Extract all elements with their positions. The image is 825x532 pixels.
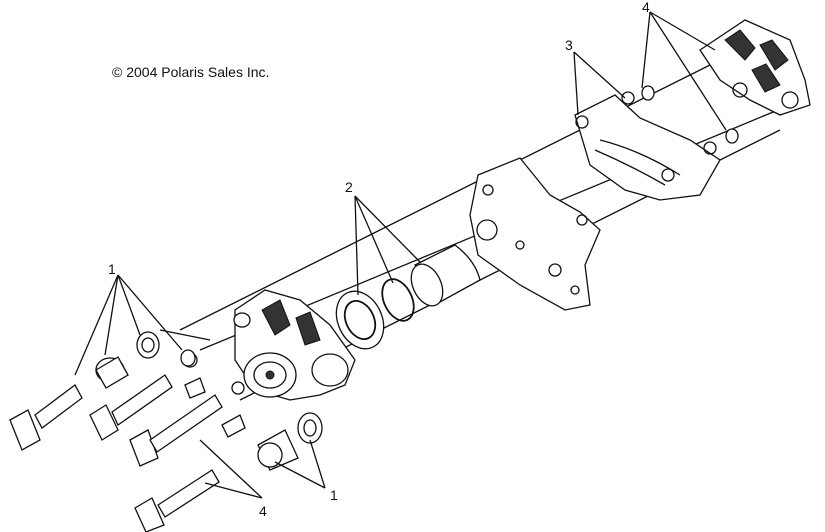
caliper-body [233,289,356,401]
brake-pad-3 [574,91,721,201]
leader-lines [74,11,727,499]
callout-4-top: 4 [642,0,650,15]
callout-4-bottom: 4 [259,503,267,519]
copyright-notice: © 2004 Polaris Sales Inc. [112,64,270,80]
piston-and-seals [335,244,481,350]
callout-3: 3 [565,37,573,53]
caliper-housing-top [641,19,811,144]
callout-1-top: 1 [108,261,116,277]
bolts [9,374,223,532]
sleeves-and-washers [95,331,323,471]
callout-2: 2 [345,179,353,195]
callout-numbers: 1 1 2 3 4 4 [108,0,650,519]
callout-1-bottom: 1 [330,487,338,503]
caliper-bracket [469,157,601,311]
